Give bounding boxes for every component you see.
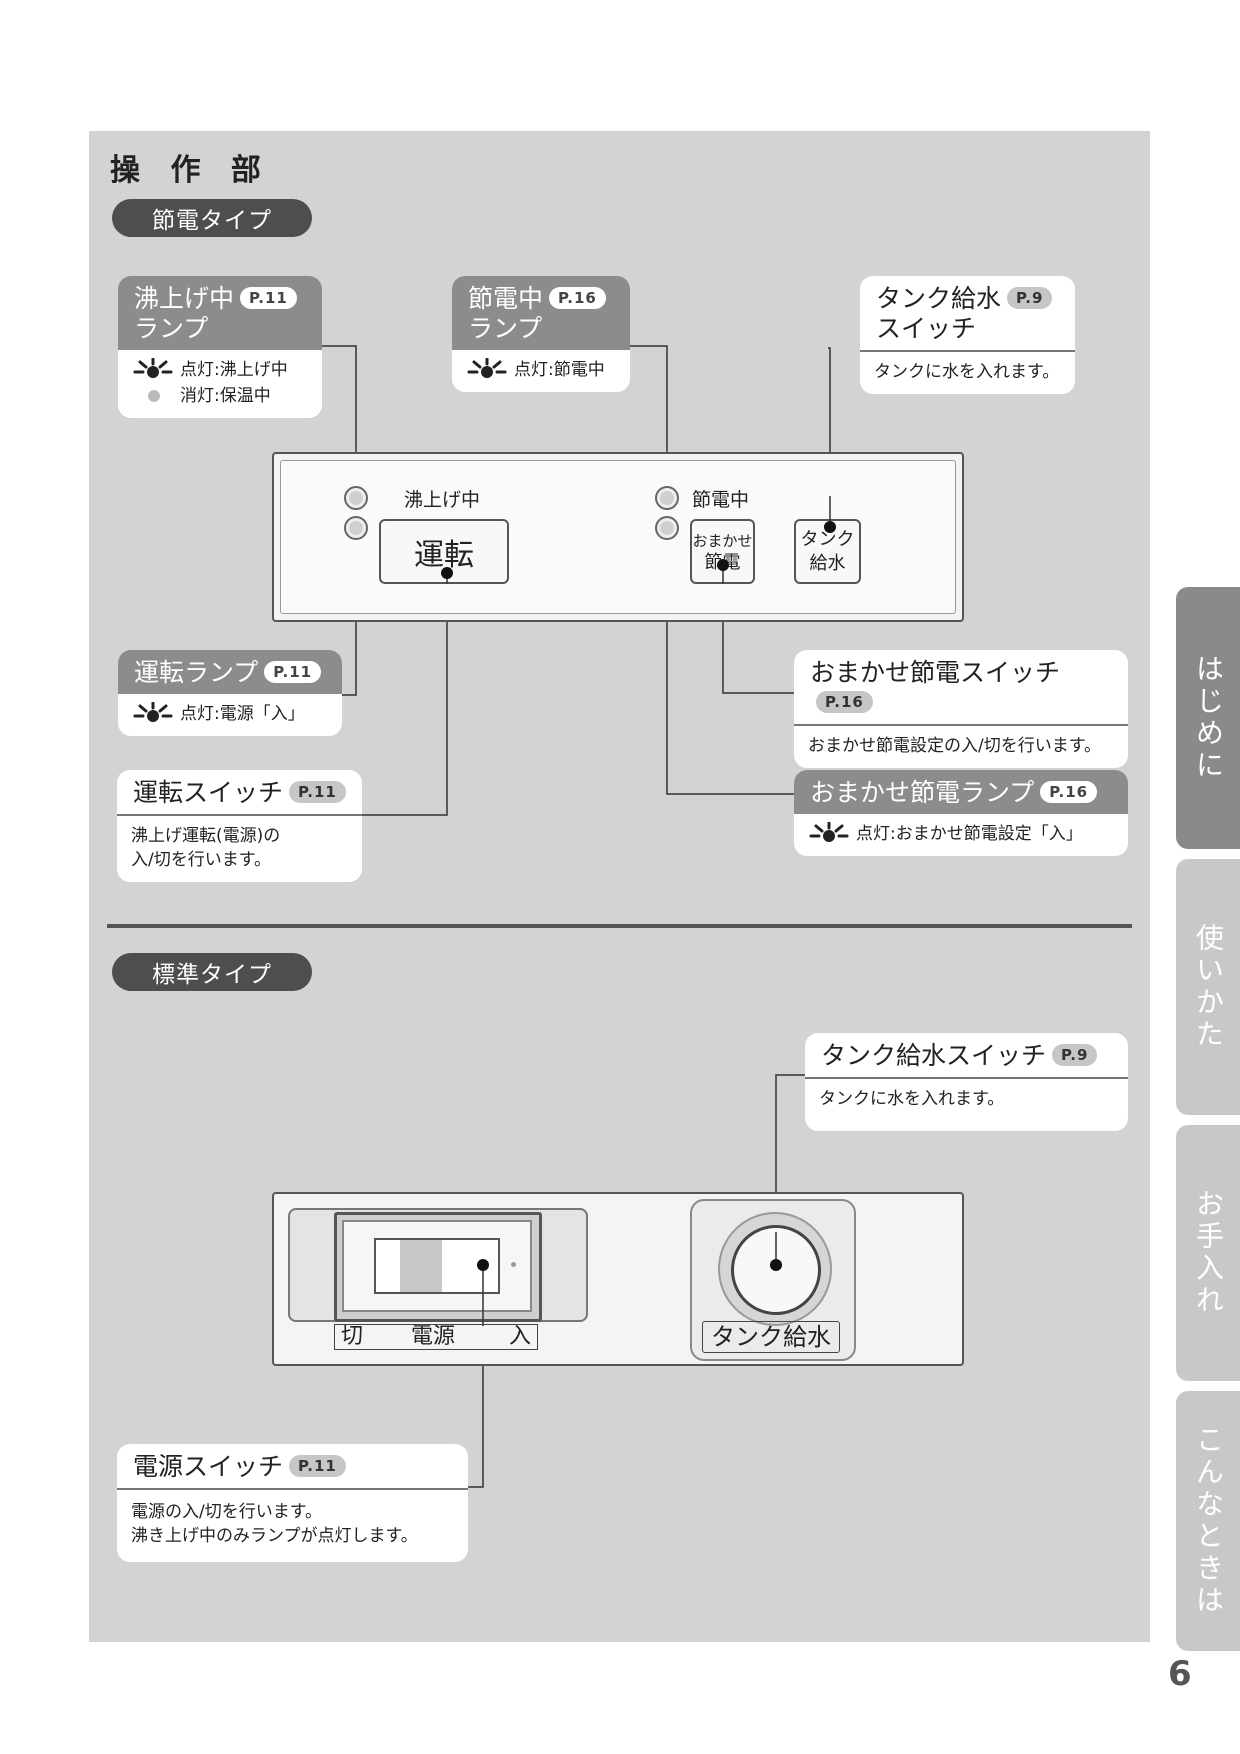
tab-tsukaikata[interactable]: 使いかた xyxy=(1176,859,1240,1115)
saving-lamp xyxy=(655,486,679,510)
callout-desc: おまかせ節電設定の入/切を行います。 xyxy=(808,736,1102,756)
callout-desc-line2: 沸き上げ中のみランプが点灯します。 xyxy=(131,1526,418,1546)
power-switch-pointer xyxy=(477,1259,489,1271)
type-saving-badge: 節電タイプ xyxy=(112,199,312,237)
run-lamp xyxy=(344,516,368,540)
callout-desc-line1: 電源の入/切を行います。 xyxy=(131,1502,323,1522)
lamp-on-icon xyxy=(133,358,173,378)
tank-button-line2: 給水 xyxy=(809,552,846,574)
callout-title-line2: ランプ xyxy=(134,314,209,343)
callout-title: おまかせ節電ランプ xyxy=(810,778,1035,807)
callout-desc-line2: 入/切を行います。 xyxy=(131,850,272,870)
page-ref-badge: P.9 xyxy=(1007,287,1053,309)
page-ref-badge: P.11 xyxy=(289,781,346,803)
tab-konnatokiwa[interactable]: こんなときは xyxy=(1176,1391,1240,1651)
tank-label: タンク給水 xyxy=(711,1323,831,1351)
off-label: 切 xyxy=(341,1324,364,1349)
page-ref-badge: P.11 xyxy=(264,661,322,683)
run-button-label: 運転 xyxy=(414,537,474,573)
lamp-on-text: 点灯:電源「入」 xyxy=(180,704,305,724)
callout-desc: タンクに水を入れます。 xyxy=(874,362,1060,382)
tank-button-pointer xyxy=(824,521,836,533)
omakase-button-pointer xyxy=(717,559,729,571)
boiling-label: 沸上げ中 xyxy=(404,489,481,511)
type-standard-badge: 標準タイプ xyxy=(112,953,312,991)
power-label-frame: 切 電源 入 xyxy=(334,1324,538,1350)
lamp-on-text: 点灯:おまかせ節電設定「入」 xyxy=(856,824,1083,844)
power-rocker-off-side xyxy=(400,1240,442,1292)
tank-fill-button[interactable]: タンク 給水 xyxy=(794,519,861,584)
page-ref-badge: P.11 xyxy=(289,1455,346,1477)
callout-title: 運転スイッチ xyxy=(133,778,284,807)
page-ref-badge: P.9 xyxy=(1052,1044,1098,1066)
callout-omakase-switch: おまかせ節電スイッチ P.16 おまかせ節電設定の入/切を行います。 xyxy=(794,650,1128,768)
callout-desc: タンクに水を入れます。 xyxy=(819,1089,1005,1109)
on-label: 入 xyxy=(508,1324,531,1349)
page-number: 6 xyxy=(1168,1654,1192,1694)
page-ref-badge: P.16 xyxy=(549,287,606,309)
section-title: 操 作 部 xyxy=(110,153,271,188)
tab-hajimeni[interactable]: はじめに xyxy=(1176,587,1240,849)
saving-label: 節電中 xyxy=(692,489,750,511)
callout-title: タンク給水スイッチ xyxy=(821,1041,1047,1070)
callout-title-line2: ランプ xyxy=(468,314,543,343)
lamp-on-text: 点灯:沸上げ中 xyxy=(180,360,288,380)
lamp-on-icon xyxy=(467,358,507,378)
callout-title: 電源スイッチ xyxy=(133,1452,284,1481)
lamp-off-icon xyxy=(148,390,160,402)
power-indicator-lamp xyxy=(511,1262,516,1267)
tab-oteire[interactable]: お手入れ xyxy=(1176,1125,1240,1381)
lamp-off-text: 消灯:保温中 xyxy=(180,386,271,406)
omakase-lamp xyxy=(655,516,679,540)
section-divider xyxy=(107,924,1132,928)
lamp-on-icon xyxy=(809,822,849,842)
callout-title: タンク給水 xyxy=(876,284,1002,313)
callout-title: 節電中 xyxy=(468,284,544,313)
callout-title: 運転ランプ xyxy=(134,658,259,687)
callout-title: おまかせ節電スイッチ xyxy=(810,658,1061,687)
lamp-on-text: 点灯:節電中 xyxy=(514,360,605,380)
power-label: 電源 xyxy=(411,1324,456,1349)
tank-button-line1: タンク xyxy=(800,528,855,550)
callout-title-line2: スイッチ xyxy=(876,314,977,343)
tank-label-frame: タンク給水 xyxy=(702,1321,840,1353)
lamp-on-icon xyxy=(133,702,173,722)
callout-title: 沸上げ中 xyxy=(134,284,235,313)
run-button-pointer xyxy=(441,567,453,579)
callout-desc-line1: 沸上げ運転(電源)の xyxy=(131,826,281,846)
page-ref-badge: P.11 xyxy=(240,287,297,309)
boiling-lamp xyxy=(344,486,368,510)
tank-round-pointer xyxy=(770,1259,782,1271)
page-ref-badge: P.16 xyxy=(816,691,873,713)
omakase-button-line1: おまかせ xyxy=(692,531,753,550)
page-ref-badge: P.16 xyxy=(1040,781,1098,803)
